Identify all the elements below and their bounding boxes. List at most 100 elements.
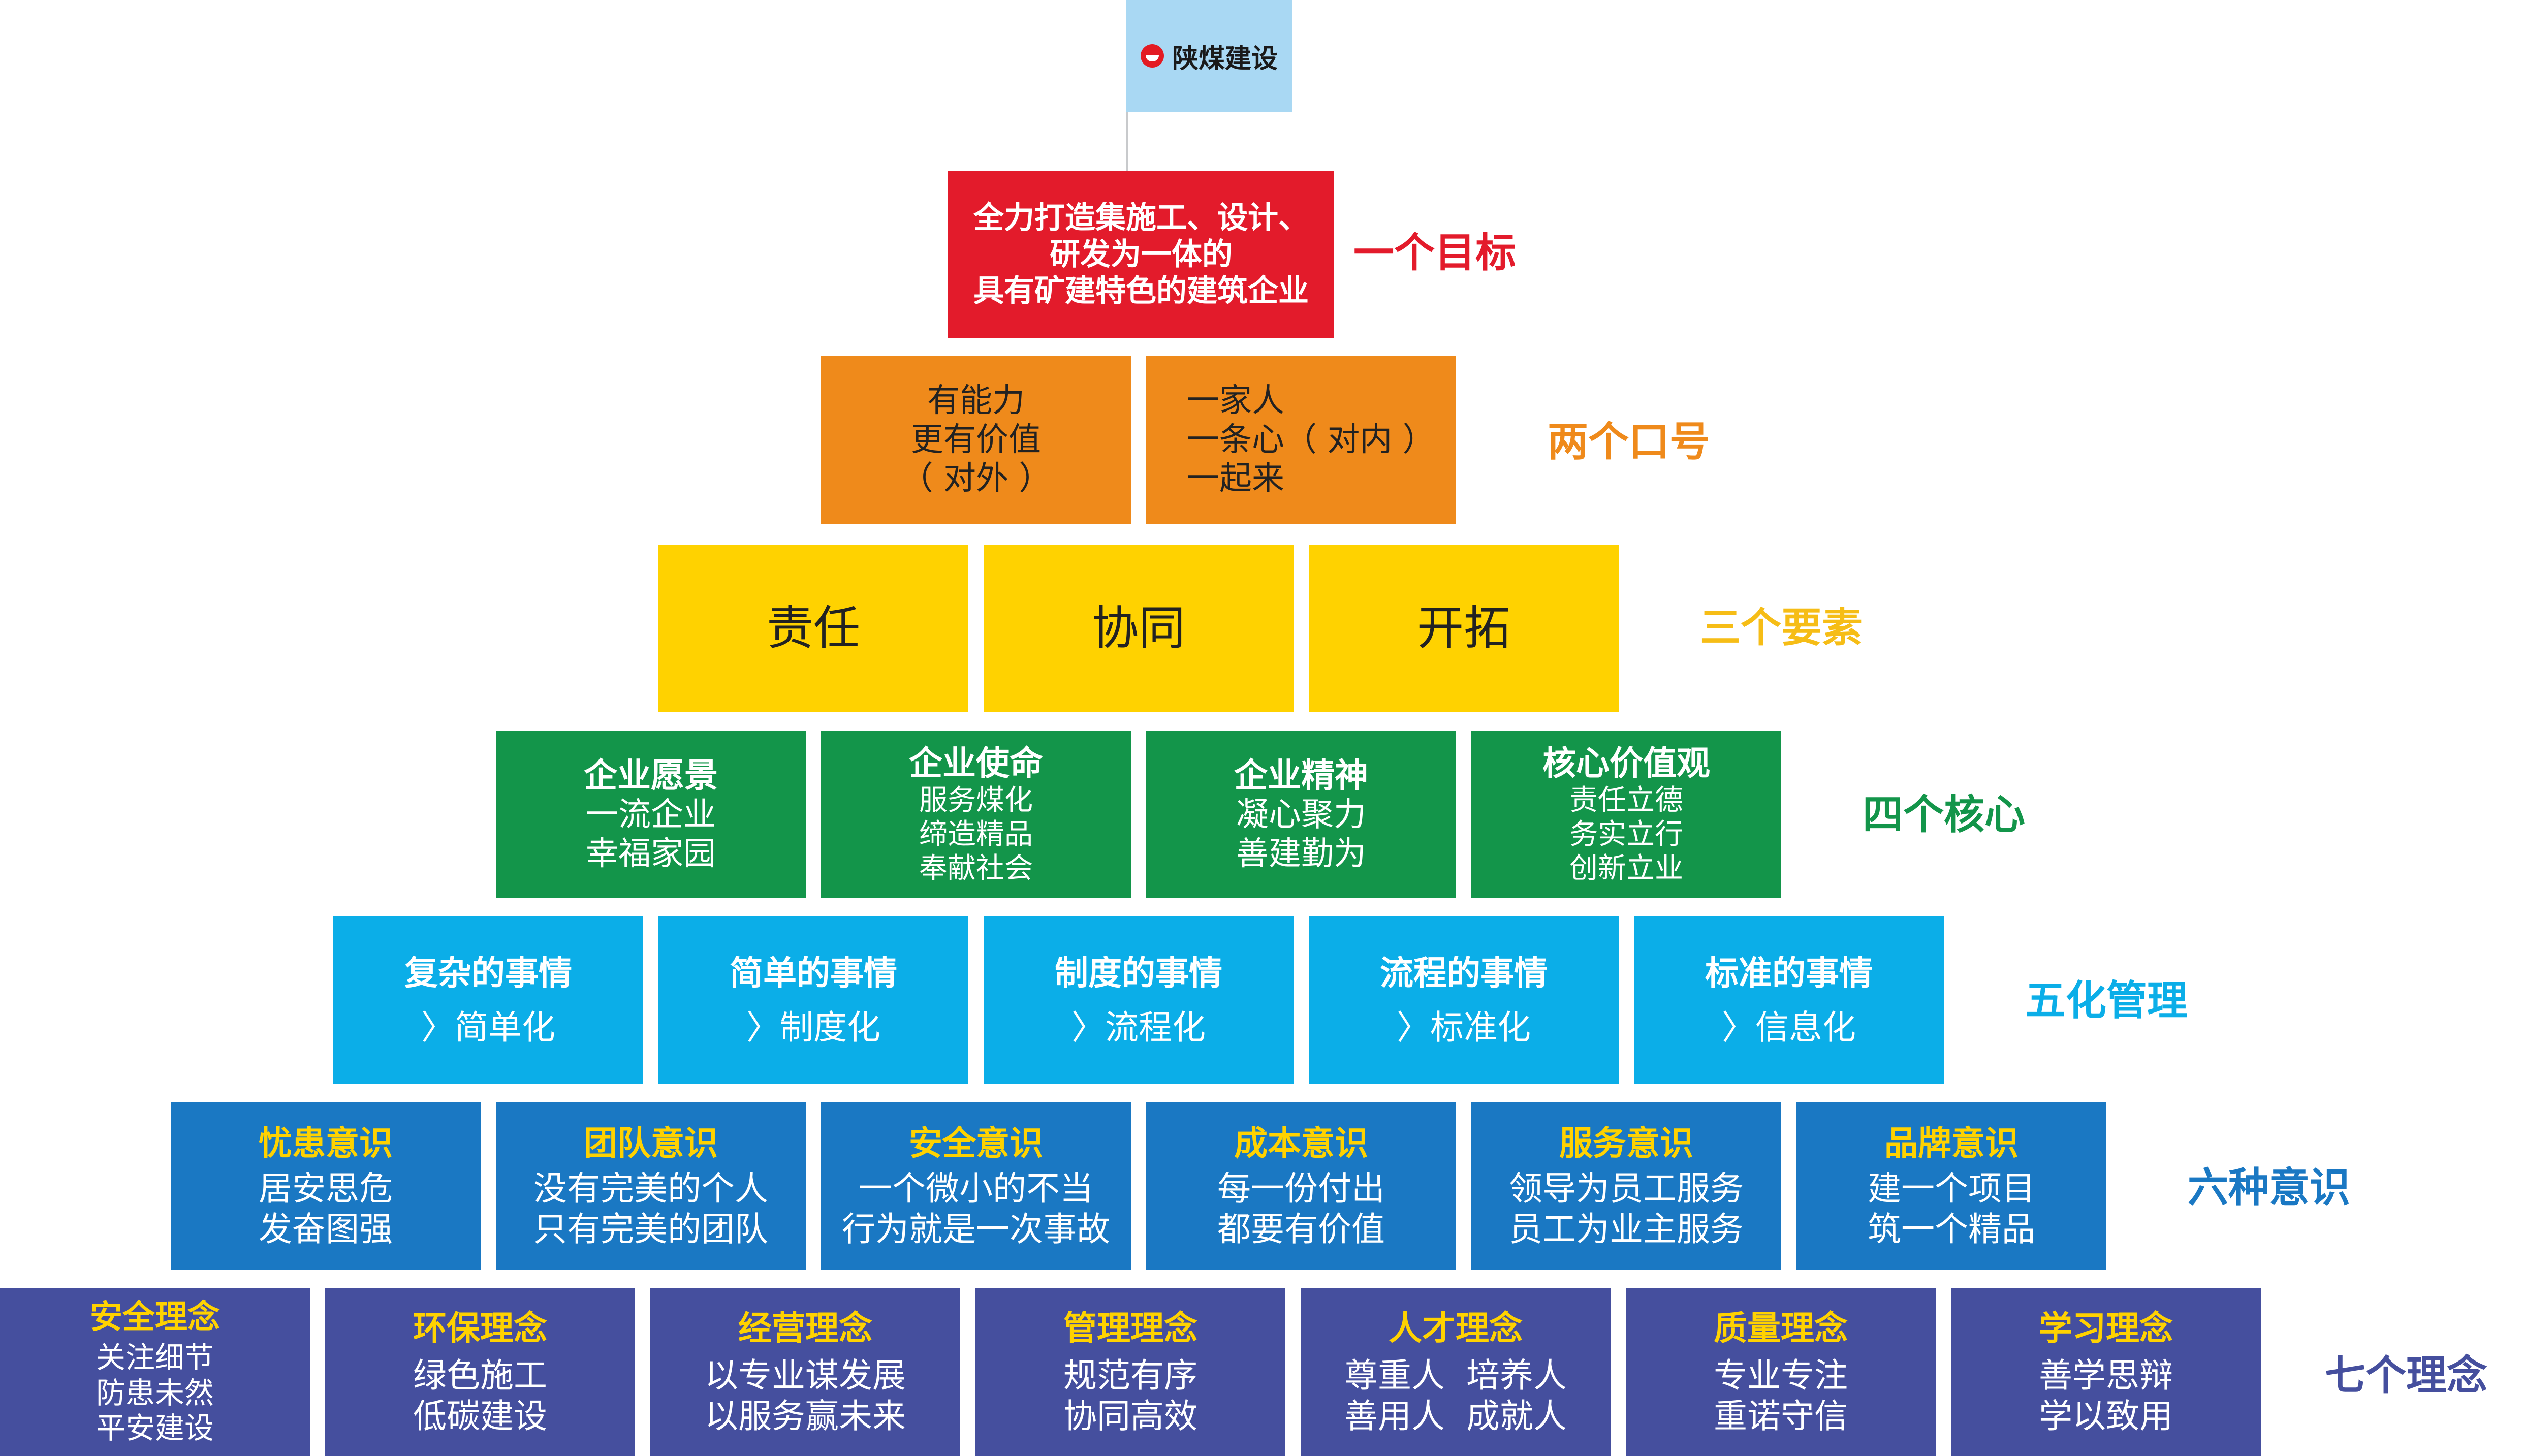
core-box-mission: 企业使命 服务煤化 缔造精品 奉献社会 — [821, 731, 1131, 898]
philosophy-title: 经营理念 — [738, 1309, 872, 1348]
mgmt-title: 流程的事情 — [1380, 953, 1548, 993]
philosophy-line: 善用人 成就人 — [1344, 1396, 1567, 1436]
awareness-line: 都要有价值 — [1217, 1209, 1385, 1249]
awareness-box: 服务意识 领导为员工服务 员工为业主服务 — [1471, 1102, 1781, 1270]
awareness-title: 团队意识 — [584, 1124, 718, 1163]
philosophy-box: 安全理念 关注细节 防患未然 平安建设 — [0, 1288, 310, 1456]
goal-line: 具有矿建特色的建筑企业 — [973, 273, 1309, 309]
slogans-label: 两个口号 — [1548, 418, 1710, 465]
elements-label: 三个要素 — [1700, 604, 1863, 651]
core-title: 核心价值观 — [1542, 743, 1710, 783]
philosophy-line: 以服务赢未来 — [705, 1396, 906, 1436]
goal-label: 一个目标 — [1353, 229, 1516, 276]
core-line: 幸福家园 — [586, 835, 716, 873]
philosophy-box: 经营理念 以专业谋发展 以服务赢未来 — [650, 1288, 960, 1456]
philosophy-line: 绿色施工 — [413, 1356, 547, 1396]
mgmt-sub: 〉信息化 — [1722, 1008, 1856, 1047]
core-line: 善建勤为 — [1236, 835, 1366, 873]
philosophy-line: 防患未然 — [96, 1375, 214, 1410]
awareness-title: 忧患意识 — [259, 1124, 393, 1163]
awareness-title: 服务意识 — [1559, 1124, 1693, 1163]
awareness-title: 安全意识 — [909, 1124, 1043, 1163]
brand-name: 陕煤建设 — [1172, 43, 1278, 74]
philosophy-line: 专业专注 — [1714, 1356, 1848, 1396]
slogan-box-external: 有能力 更有价值 （ 对外 ） — [821, 356, 1131, 524]
philosophy-line: 关注细节 — [96, 1340, 214, 1375]
mgmt-box: 制度的事情 〉流程化 — [984, 916, 1294, 1084]
mgmt-box: 复杂的事情 〉简单化 — [333, 916, 643, 1084]
philosophies-label: 七个理念 — [2325, 1352, 2487, 1399]
mgmt-box: 简单的事情 〉制度化 — [658, 916, 968, 1084]
mgmt-title: 标准的事情 — [1705, 953, 1873, 993]
slogan-line: 更有价值 — [911, 421, 1041, 459]
philosophy-line: 学以致用 — [2039, 1396, 2173, 1436]
philosophy-title: 管理理念 — [1063, 1309, 1197, 1348]
core-line: 缔造精品 — [919, 818, 1033, 851]
slogan-line: 一条心（ 对内 ） — [1187, 421, 1435, 459]
philosophy-title: 安全理念 — [90, 1299, 220, 1337]
philosophy-title: 学习理念 — [2039, 1309, 2173, 1348]
awareness-line: 筑一个精品 — [1868, 1209, 2035, 1249]
philosophy-line: 重诺守信 — [1714, 1396, 1848, 1436]
core-title: 企业精神 — [1234, 755, 1368, 795]
awareness-line: 领导为员工服务 — [1509, 1169, 1744, 1209]
mgmt-sub: 〉制度化 — [746, 1008, 880, 1047]
philosophy-line: 平安建设 — [96, 1411, 214, 1446]
philosophy-title: 质量理念 — [1714, 1309, 1848, 1348]
slogan-line: 有能力 — [927, 382, 1025, 420]
mgmt-sub: 〉简单化 — [421, 1008, 555, 1047]
philosophy-box: 环保理念 绿色施工 低碳建设 — [325, 1288, 635, 1456]
core-line: 凝心聚力 — [1236, 796, 1366, 834]
core-title: 企业愿景 — [584, 755, 718, 795]
philosophy-line: 规范有序 — [1063, 1356, 1197, 1396]
core-line: 务实立行 — [1569, 818, 1683, 851]
core-line: 奉献社会 — [919, 852, 1033, 885]
goal-line: 全力打造集施工、设计、 — [973, 200, 1309, 236]
slogan-line: （ 对外 ） — [900, 460, 1052, 498]
cores-label: 四个核心 — [1863, 791, 2025, 838]
slogan-line: 一家人 — [1187, 382, 1284, 420]
awareness-box: 成本意识 每一份付出 都要有价值 — [1146, 1102, 1456, 1270]
element-box: 协同 — [984, 545, 1294, 712]
philosophy-line: 善学思辩 — [2039, 1356, 2173, 1396]
awareness-title: 成本意识 — [1234, 1124, 1368, 1163]
awareness-line: 员工为业主服务 — [1509, 1209, 1744, 1249]
philosophy-box: 人才理念 尊重人 培养人 善用人 成就人 — [1301, 1288, 1611, 1456]
logo-mark-icon — [1140, 44, 1164, 68]
element-box: 开拓 — [1309, 545, 1619, 712]
awareness-title: 品牌意识 — [1884, 1124, 2019, 1163]
philosophy-line: 以专业谋发展 — [705, 1356, 906, 1396]
goal-box: 全力打造集施工、设计、 研发为一体的 具有矿建特色的建筑企业 — [948, 171, 1334, 338]
slogan-box-internal: 一家人 一条心（ 对内 ） 一起来 — [1146, 356, 1456, 524]
awareness-line: 没有完美的个人 — [533, 1169, 768, 1209]
philosophy-box: 学习理念 善学思辩 学以致用 — [1951, 1288, 2261, 1456]
mgmt-sub: 〉流程化 — [1071, 1008, 1206, 1047]
awareness-box: 品牌意识 建一个项目 筑一个精品 — [1796, 1102, 2106, 1270]
awareness-line: 一个微小的不当 — [859, 1169, 1093, 1209]
slogan-line: 一起来 — [1187, 460, 1284, 498]
mgmt-title: 制度的事情 — [1055, 953, 1222, 993]
management-label: 五化管理 — [2025, 977, 2188, 1024]
philosophy-box: 管理理念 规范有序 协同高效 — [975, 1288, 1285, 1456]
awareness-line: 发奋图强 — [259, 1209, 393, 1249]
awareness-line: 每一份付出 — [1217, 1169, 1385, 1209]
core-title: 企业使命 — [909, 743, 1043, 783]
mgmt-sub: 〉标准化 — [1397, 1008, 1531, 1047]
goal-line: 研发为一体的 — [1050, 237, 1233, 272]
philosophy-box: 质量理念 专业专注 重诺守信 — [1626, 1288, 1936, 1456]
philosophy-line: 低碳建设 — [413, 1396, 547, 1436]
element-text: 协同 — [1091, 600, 1185, 655]
core-box-spirit: 企业精神 凝心聚力 善建勤为 — [1146, 731, 1456, 898]
awareness-box: 忧患意识 居安思危 发奋图强 — [171, 1102, 481, 1270]
mgmt-box: 标准的事情 〉信息化 — [1634, 916, 1944, 1084]
awareness-box: 团队意识 没有完美的个人 只有完美的团队 — [496, 1102, 806, 1270]
awareness-label: 六种意识 — [2188, 1164, 2350, 1211]
awareness-line: 只有完美的团队 — [533, 1209, 768, 1249]
awareness-line: 居安思危 — [259, 1169, 393, 1209]
element-text: 责任 — [766, 600, 860, 655]
philosophy-title: 人才理念 — [1389, 1309, 1523, 1348]
element-box: 责任 — [658, 545, 968, 712]
philosophy-title: 环保理念 — [413, 1309, 547, 1348]
company-logo: 陕煤建设 — [1126, 0, 1292, 112]
core-line: 一流企业 — [586, 796, 716, 834]
